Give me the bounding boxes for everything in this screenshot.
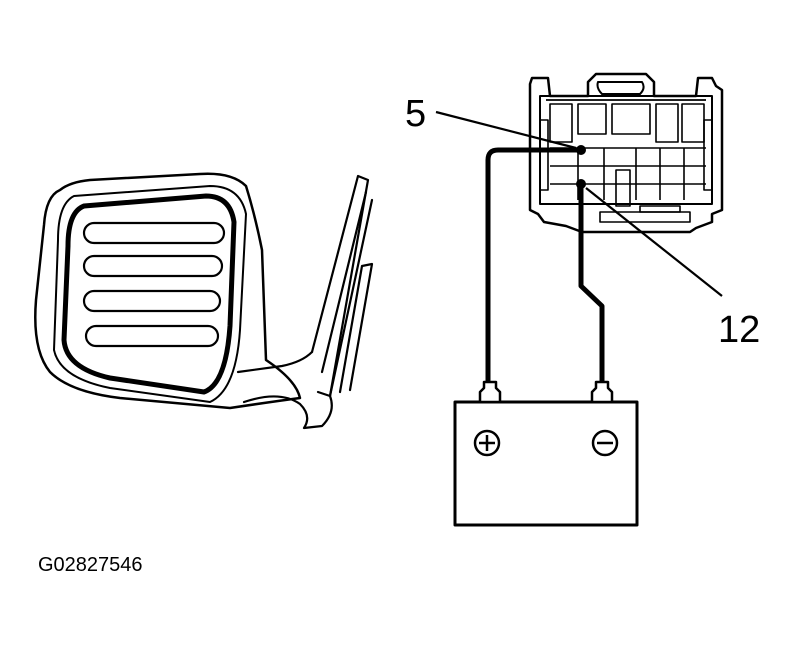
mirror-glass [61, 193, 237, 395]
positive-terminal [478, 380, 502, 404]
negative-symbol-icon [591, 429, 619, 457]
leader-line-5 [435, 110, 577, 150]
connector [528, 72, 724, 234]
battery-body [453, 400, 639, 527]
negative-terminal [590, 380, 614, 404]
pin-label-5: 5 [405, 93, 426, 135]
battery [453, 380, 639, 527]
positive-wire [485, 147, 584, 387]
positive-symbol-icon [473, 429, 501, 457]
door-base [310, 174, 374, 398]
wires [485, 147, 605, 387]
leader-line-12 [585, 187, 723, 297]
mirror-rim [53, 185, 247, 403]
side-mirror [34, 172, 374, 430]
mirror-heater-stripes [82, 221, 226, 348]
figure-id: G02827546 [38, 554, 143, 576]
connector-cavities [539, 103, 713, 223]
connector-body [528, 72, 724, 234]
pin-label-12: 12 [718, 309, 760, 351]
negative-wire [578, 181, 605, 387]
mirror-arm [242, 390, 333, 430]
leader-lines [435, 110, 723, 297]
mirror-housing [34, 172, 302, 410]
